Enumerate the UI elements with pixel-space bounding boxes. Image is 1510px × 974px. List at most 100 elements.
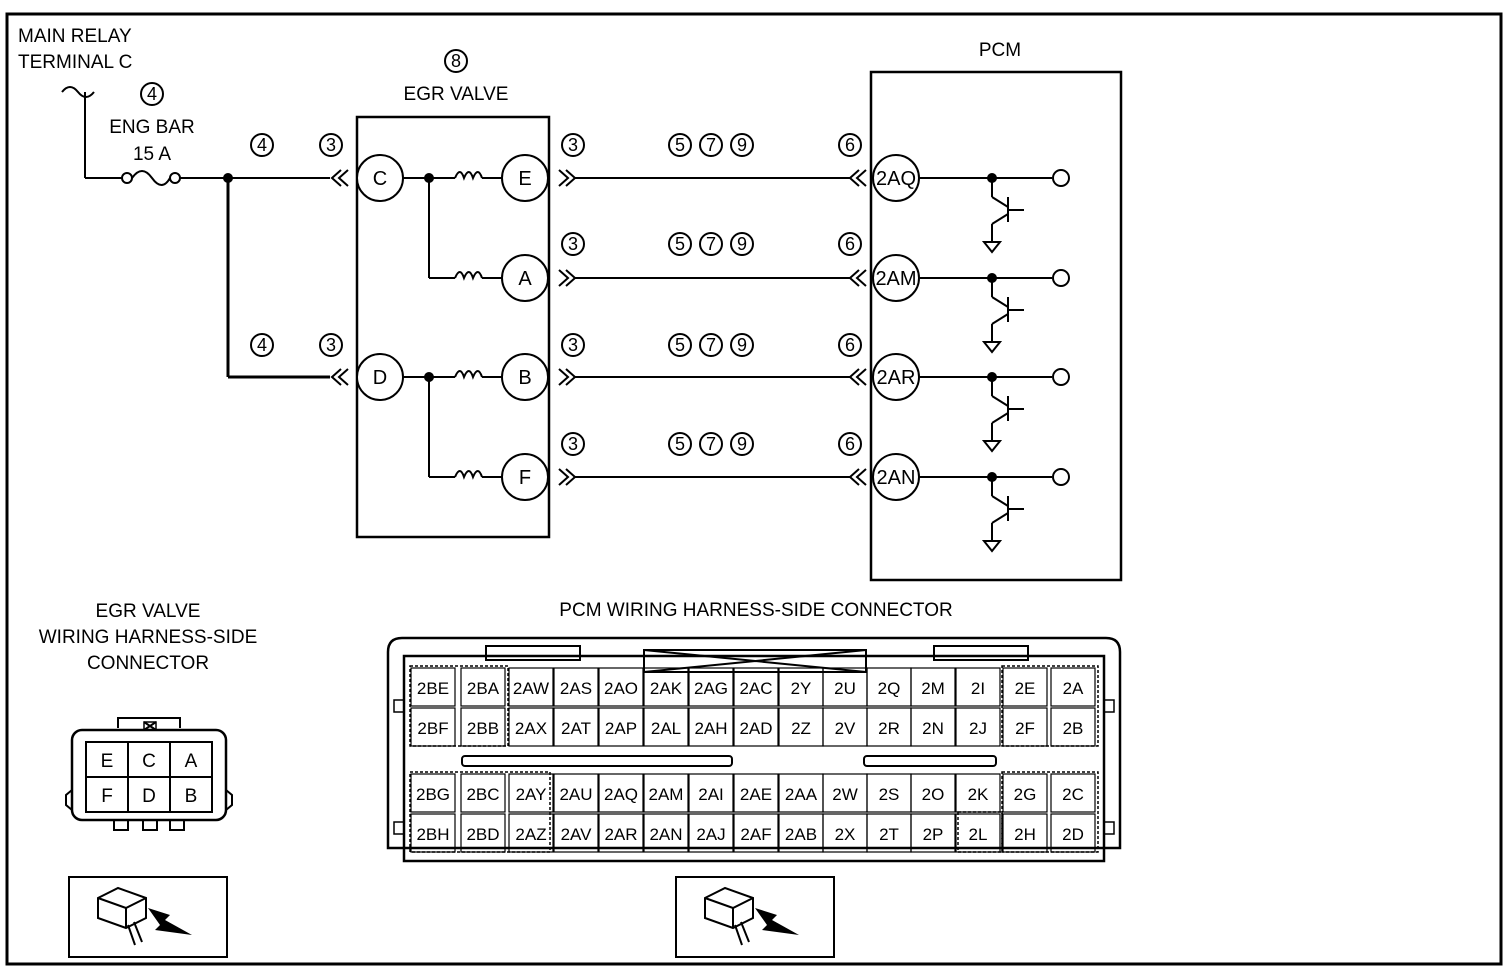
pcm-conn-cell: 2BB [467,719,499,738]
pcm-title: PCM [979,40,1021,61]
signal-refs-e: 3 5 7 9 6 [561,133,862,157]
pcm-conn-cell-box [410,813,456,853]
pcm-conn-cell: 2AZ [515,825,546,844]
svg-text:2AQ: 2AQ [876,168,916,190]
pcm-conn-cell-box [910,773,956,813]
connector-view-icon [704,886,799,946]
svg-text:6: 6 [845,335,855,355]
signal-line-e [558,169,867,187]
pcm-conn-cell-box [598,707,644,747]
egr-conn-cell: E [101,751,114,772]
pcm-conn-cell-box [553,707,599,747]
svg-text:9: 9 [737,135,747,155]
pcm-conn-cell: 2W [832,785,858,804]
pcm-conn-cell: 2AE [740,785,772,804]
supply-d-connector-ref: 3 [319,333,343,357]
signal-line-a [558,269,867,287]
pcm-conn-cell-box [643,813,689,853]
pcm-conn-cell-box [1050,773,1096,813]
pcm-connector-face [386,636,1122,863]
signal-line-b [558,368,867,386]
fuse-icon [121,170,181,186]
pcm-conn-cell-box [1002,813,1048,853]
pcm-conn-cell-box [643,667,689,707]
pcm-conn-cell: 2R [878,719,900,738]
pcm-conn-cell: 2AT [561,719,591,738]
pcm-conn-cell: 2AD [739,719,772,738]
svg-text:3: 3 [568,135,578,155]
pcm-conn-cell-box [1050,667,1096,707]
svg-text:5: 5 [675,135,685,155]
pcm-conn-cell-box [1050,813,1096,853]
pcm-conn-cell: 2BE [417,679,449,698]
fuse-rating-label: 15 A [133,144,171,165]
pcm-pin-2am: 2AM [872,254,920,302]
pcm-conn-cell-box [410,773,456,813]
pcm-conn-cell: 2BD [466,825,499,844]
pcm-conn-cell-box [733,707,779,747]
pcm-conn-cell-box [643,773,689,813]
pcm-conn-cell: 2AM [649,785,684,804]
pcm-conn-cell: 2H [1014,825,1036,844]
pcm-conn-cell-box [598,667,644,707]
pcm-conn-cell-box [460,707,506,747]
pcm-conn-cell-box [733,667,779,707]
pcm-conn-cell-box [1002,667,1048,707]
main-relay-label: MAIN RELAY [18,26,132,47]
pcm-conn-cell: 2AY [516,785,547,804]
pcm-conn-cell: 2AS [560,679,592,698]
pcm-conn-cell-box [508,813,554,853]
egr-conn-cell: C [142,751,156,772]
svg-text:A: A [518,268,532,290]
pcm-conn-cell-box [460,813,506,853]
egr-conn-cell: D [142,786,156,807]
pcm-conn-cell: 2S [879,785,900,804]
pcm-conn-cell: 2Q [878,679,901,698]
pcm-conn-cell: 2U [834,679,856,698]
pcm-conn-cell: 2N [922,719,944,738]
svg-text:7: 7 [706,335,716,355]
svg-text:B: B [518,367,531,389]
signal-refs-a: 3 5 7 9 6 [561,232,862,256]
pcm-conn-cell-box [643,707,689,747]
svg-text:E: E [518,168,531,190]
supply-c-harness-ref: 4 [250,133,274,157]
pcm-conn-cell: 2I [971,679,985,698]
pcm-conn-cell-box [688,813,734,853]
pcm-conn-cell: 2BC [466,785,499,804]
pcm-conn-cell-box [553,773,599,813]
svg-text:4: 4 [257,135,267,155]
pcm-conn-cell-box [688,773,734,813]
egr-pin-a: A [501,254,549,302]
pcm-conn-cell-box [733,813,779,853]
pcm-conn-cell: 2G [1014,785,1037,804]
diagram-frame [5,12,1503,966]
fuse-ref-badge: 4 [140,82,164,106]
egr-pin-d: D [356,353,404,401]
pcm-conn-cell-box [688,667,734,707]
egr-connector-title-1: EGR VALVE [96,601,201,622]
main-relay-terminal-label: TERMINAL C [18,52,132,73]
pcm-conn-cell-box [910,667,956,707]
pcm-conn-cell-box [1002,773,1048,813]
pcm-conn-cell: 2J [969,719,987,738]
signal-line-f [558,468,867,486]
svg-text:4: 4 [147,84,157,104]
pcm-conn-cell-box [553,813,599,853]
signal-refs-b: 3 5 7 9 6 [561,333,862,357]
pcm-conn-cell: 2Y [791,679,812,698]
pcm-conn-cell-box [410,667,456,707]
pcm-conn-cell: 2AU [559,785,592,804]
pcm-conn-cell: 2AF [740,825,771,844]
pcm-conn-cell: 2AV [561,825,593,844]
svg-text:3: 3 [568,335,578,355]
pcm-conn-cell: 2AK [650,679,683,698]
egr-connector-title-2: WIRING HARNESS-SIDE [39,627,258,648]
egr-ref-badge: 8 [444,49,468,73]
pcm-conn-cell: 2BF [417,719,448,738]
svg-text:2AR: 2AR [877,367,916,389]
pcm-conn-cell: 2Z [791,719,811,738]
pcm-conn-cell: 2AJ [696,825,725,844]
connector-view-box [68,876,228,958]
